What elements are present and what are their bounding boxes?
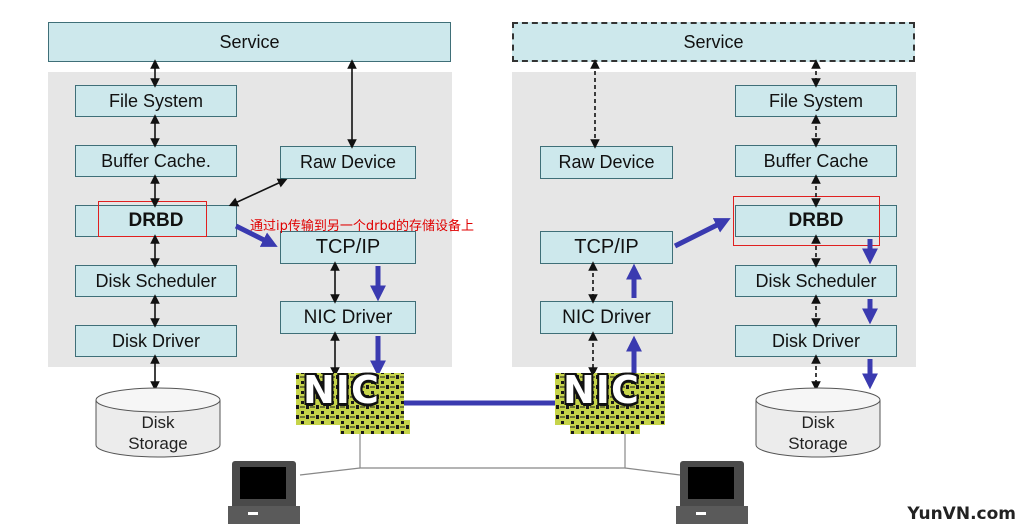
right-raw-device-box: Raw Device: [540, 146, 673, 179]
left-disk-cylinder: [95, 387, 221, 458]
left-stack-arrows: [150, 59, 357, 391]
computer-cables: [299, 434, 681, 476]
right-storage-label: Storage: [788, 434, 848, 453]
left-disk-driver-box: Disk Driver: [75, 325, 237, 357]
right-stack-arrows: [588, 59, 821, 391]
watermark: YunVN.com: [907, 504, 1016, 524]
left-storage-label: Storage: [128, 434, 188, 453]
right-tcp-ip-box: TCP/IP: [540, 231, 673, 264]
left-disk-storage: Disk Storage: [96, 412, 220, 456]
left-drbd-box: DRBD: [75, 205, 237, 237]
right-disk-driver-box: Disk Driver: [735, 325, 897, 357]
right-disk-scheduler-box: Disk Scheduler: [735, 265, 897, 297]
right-disk-storage: Disk Storage: [756, 412, 880, 456]
right-nic-card: [555, 373, 665, 434]
right-nic-driver-box: NIC Driver: [540, 301, 673, 334]
left-nic-card: [296, 373, 410, 434]
left-raw-device-box: Raw Device: [280, 146, 416, 179]
right-drbd-box: DRBD: [735, 205, 897, 237]
right-service-box: Service: [512, 22, 915, 62]
left-nic-label: NIC: [303, 368, 380, 412]
left-disk-scheduler-box: Disk Scheduler: [75, 265, 237, 297]
left-disk-label: Disk: [141, 413, 175, 432]
right-disk-cylinder: [755, 387, 881, 458]
left-nic-driver-box: NIC Driver: [280, 301, 416, 334]
left-service-box: Service: [48, 22, 451, 62]
replication-flow-arrows: [234, 218, 879, 406]
right-nic-label: NIC: [563, 368, 640, 412]
right-disk-label: Disk: [801, 413, 835, 432]
right-drbd-highlight: [733, 196, 880, 246]
right-file-system-box: File System: [735, 85, 897, 117]
left-tcp-ip-box: TCP/IP: [280, 231, 416, 264]
right-computer-icon: [676, 461, 748, 524]
left-computer-icon: [228, 461, 300, 524]
left-file-system-box: File System: [75, 85, 237, 117]
right-buffer-cache-box: Buffer Cache: [735, 145, 897, 177]
annotation-text: 通过ip传输到另一个drbd的存储设备上: [250, 219, 474, 234]
